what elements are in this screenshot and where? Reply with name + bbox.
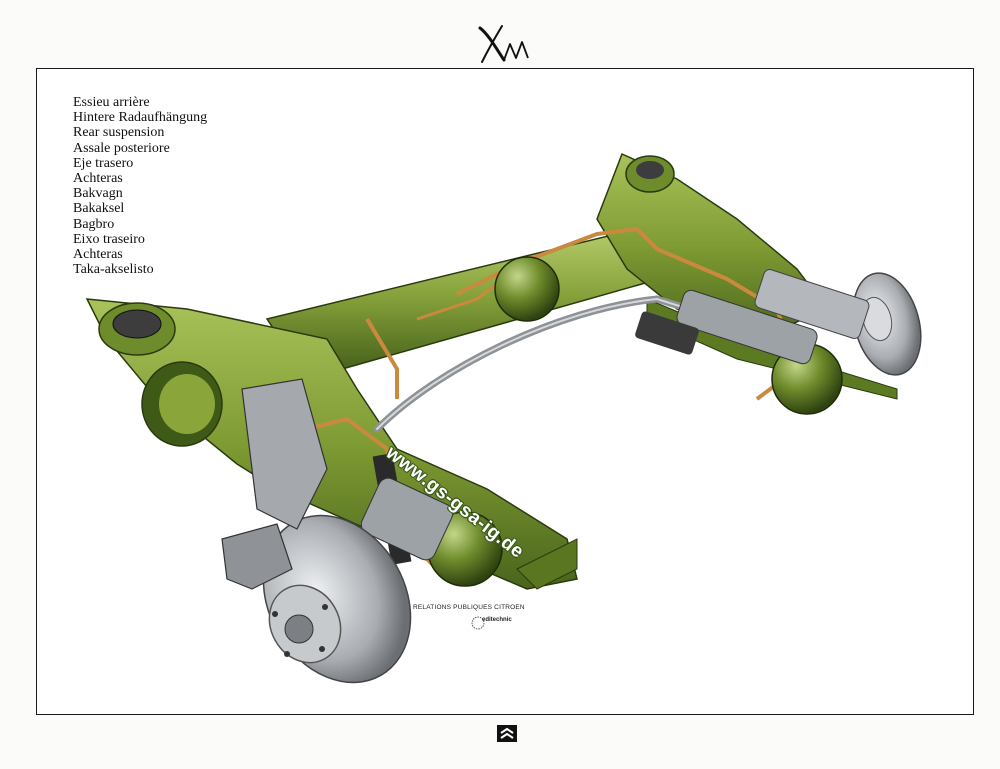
credit-text: RELATIONS PUBLIQUES CITROEN: [413, 604, 525, 611]
brake-caliper: [221, 523, 293, 590]
label-de: Hintere Radaufhängung: [73, 110, 208, 126]
hydraulic-pipe: [365, 317, 399, 399]
citroen-double-chevron-icon: [497, 725, 517, 742]
studio-logo-text: editechnic: [482, 617, 512, 623]
label-es: Eje trasero: [73, 155, 134, 171]
logo-text: XM: [470, 20, 472, 21]
rear-suspension-illustration: [85, 152, 922, 684]
language-labels: Essieu arrière Hintere Radaufhängung Rea…: [73, 95, 207, 277]
label-fi: Taka-akselisto: [73, 262, 154, 278]
label-sv: Bakvagn: [73, 186, 123, 202]
label-en: Rear suspension: [73, 125, 165, 141]
label-pt: Eixo traseiro: [73, 231, 145, 247]
label-fr: Essieu arrière: [73, 95, 150, 110]
suspension-cylinder-right: [635, 289, 818, 365]
label-nl: Achteras: [73, 171, 123, 187]
label-no: Bakaksel: [73, 201, 125, 217]
label-da: Bagbro: [73, 216, 115, 232]
suspension-sphere: [494, 256, 560, 322]
suspension-cylinder-left: [360, 453, 454, 565]
label-nl-2: Achteras: [73, 247, 123, 263]
label-it: Assale posteriore: [73, 140, 170, 156]
xm-logo: XM: [470, 20, 529, 63]
editechnic-logo-icon: [471, 616, 485, 630]
